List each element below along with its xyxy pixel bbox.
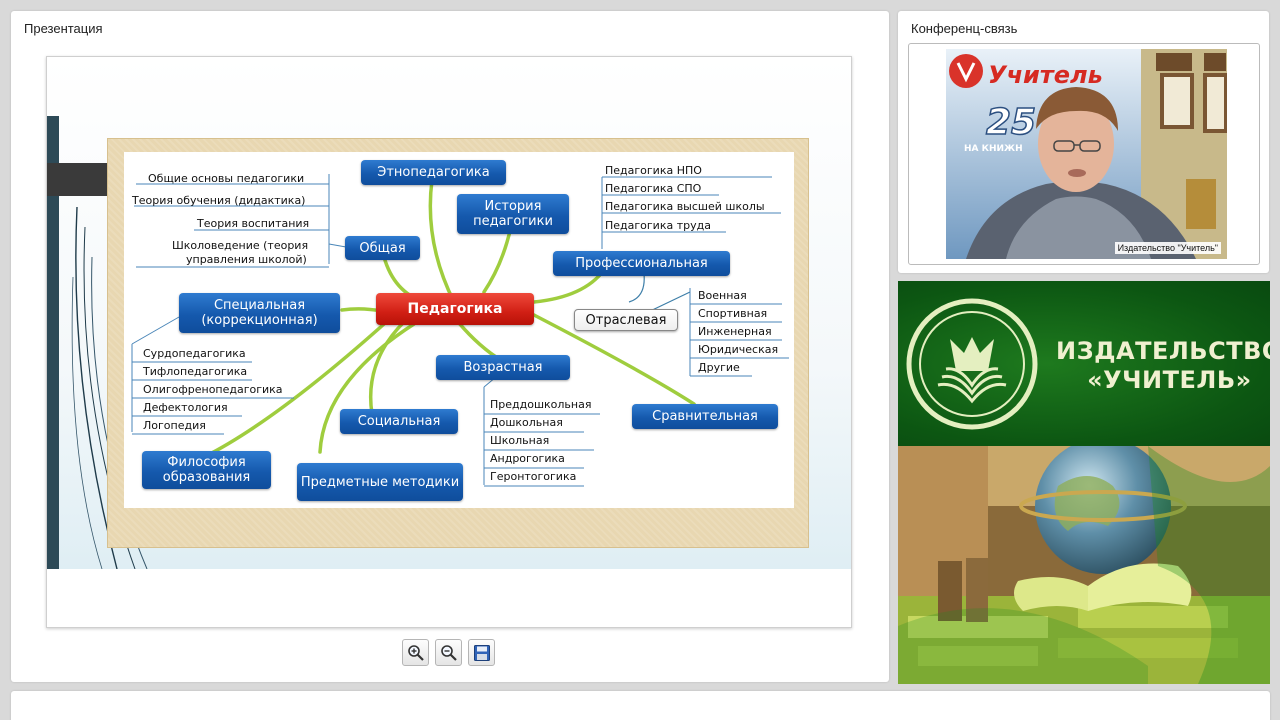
banner-number: 25 bbox=[986, 102, 1036, 143]
presentation-panel: Презентация bbox=[11, 11, 889, 682]
slide: Этнопедагогика История педагогики Общая … bbox=[46, 56, 852, 628]
zoom-out-icon bbox=[440, 644, 457, 661]
node-predmetnye-metodiki: Предметные методики bbox=[297, 463, 463, 501]
banner-line: НА КНИЖН bbox=[964, 144, 1023, 154]
video-feed[interactable]: Учитель 25 НА КНИЖН Издательство "Уч bbox=[946, 49, 1227, 259]
bottom-panel bbox=[11, 691, 1270, 720]
node-filosofiya-obrazovaniya: Философия образования bbox=[142, 451, 271, 489]
leaf-vozr-5: Геронтогогика bbox=[490, 470, 577, 483]
leaf-prof-2: Педагогика СПО bbox=[605, 182, 702, 195]
leaf-obshaya-2: Теория обучения (дидактика) bbox=[132, 194, 306, 207]
leaf-spec-5: Логопедия bbox=[143, 419, 206, 432]
node-professionalnaya: Профессиональная bbox=[553, 251, 730, 276]
conference-panel: Конференц-связь Учитель 25 НА КНИЖН bbox=[898, 11, 1269, 273]
books-globe-illustration bbox=[898, 446, 1270, 684]
leaf-otrasl-3: Инженерная bbox=[698, 325, 772, 338]
leaf-obshaya-1: Общие основы педагогики bbox=[148, 172, 305, 185]
leaf-otrasl-4: Юридическая bbox=[698, 343, 779, 356]
zoom-in-icon bbox=[407, 644, 424, 661]
save-icon bbox=[473, 644, 490, 661]
banner-brand: Учитель bbox=[988, 61, 1103, 89]
leaf-spec-3: Олигофренопедагогика bbox=[143, 383, 283, 396]
node-obshaya: Общая bbox=[345, 236, 420, 260]
slide-left-bar bbox=[47, 116, 59, 569]
node-socialnaya: Социальная bbox=[340, 409, 458, 434]
leaf-spec-2: Тифлопедагогика bbox=[143, 365, 248, 378]
leaf-prof-4: Педагогика труда bbox=[605, 219, 711, 232]
leaf-prof-3: Педагогика высшей школы bbox=[605, 200, 765, 213]
node-pedagogika-center: Педагогика bbox=[376, 293, 534, 325]
leaf-vozr-1: Преддошкольная bbox=[490, 398, 592, 411]
node-istoriya-pedagogiki: История педагогики bbox=[457, 194, 569, 234]
leaf-obshaya-4: Школоведение (теория bbox=[172, 239, 309, 252]
leaf-vozr-3: Школьная bbox=[490, 434, 550, 447]
publisher-name-line1: ИЗДАТЕЛЬСТВО bbox=[1056, 337, 1270, 365]
video-scene: Учитель 25 НА КНИЖН bbox=[946, 49, 1227, 259]
leaf-spec-4: Дефектология bbox=[143, 401, 228, 414]
leaf-vozr-4: Андрогогика bbox=[490, 452, 565, 465]
leaf-otrasl-2: Спортивная bbox=[698, 307, 768, 320]
zoom-out-button[interactable] bbox=[435, 639, 462, 666]
leaf-otrasl-1: Военная bbox=[698, 289, 747, 302]
mindmap-frame: Этнопедагогика История педагогики Общая … bbox=[107, 138, 809, 548]
leaf-spec-1: Сурдопедагогика bbox=[143, 347, 246, 360]
mindmap: Этнопедагогика История педагогики Общая … bbox=[124, 152, 794, 508]
node-otraslevaya: Отраслевая bbox=[574, 309, 678, 331]
publisher-logo-icon bbox=[906, 298, 1038, 430]
presentation-toolbar bbox=[402, 639, 495, 666]
node-etnopedagogika: Этнопедагогика bbox=[361, 160, 506, 185]
leaf-obshaya-5: управления школой) bbox=[186, 253, 307, 266]
publisher-banner-top: ИЗДАТЕЛЬСТВО «УЧИТЕЛЬ» bbox=[898, 281, 1270, 446]
slide-dark-tab bbox=[47, 163, 107, 196]
conference-title: Конференц-связь bbox=[911, 21, 1018, 36]
video-caption: Издательство "Учитель" bbox=[1114, 242, 1221, 254]
publisher-name: ИЗДАТЕЛЬСТВО «УЧИТЕЛЬ» bbox=[1056, 337, 1270, 395]
node-specialnaya: Специальная (коррекционная) bbox=[179, 293, 340, 333]
leaf-vozr-2: Дошкольная bbox=[490, 416, 563, 429]
publisher-name-line2: «УЧИТЕЛЬ» bbox=[1087, 366, 1252, 394]
zoom-in-button[interactable] bbox=[402, 639, 429, 666]
video-frame: Учитель 25 НА КНИЖН Издательство "Уч bbox=[908, 43, 1260, 265]
node-vozrastnaya: Возрастная bbox=[436, 355, 570, 380]
leaf-obshaya-3: Теория воспитания bbox=[197, 217, 310, 230]
publisher-banner-image bbox=[898, 446, 1270, 684]
publisher-banner: ИЗДАТЕЛЬСТВО «УЧИТЕЛЬ» bbox=[898, 281, 1270, 684]
leaf-prof-1: Педагогика НПО bbox=[605, 164, 702, 177]
presentation-title: Презентация bbox=[24, 21, 103, 36]
leaf-otrasl-5: Другие bbox=[698, 361, 740, 374]
node-sravnitelnaya: Сравнительная bbox=[632, 404, 778, 429]
save-button[interactable] bbox=[468, 639, 495, 666]
